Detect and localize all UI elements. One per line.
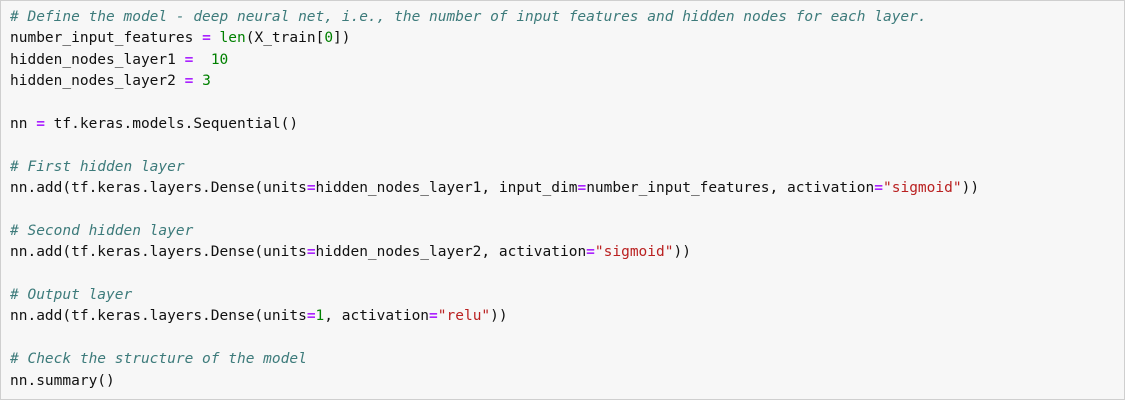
code-token-plain: nn xyxy=(10,115,37,132)
code-line[interactable]: # Output layer xyxy=(10,285,1124,306)
code-token-plain: , activation xyxy=(324,308,430,325)
code-token-plain: tf.keras.models.Sequential() xyxy=(44,115,299,132)
code-line[interactable]: nn = tf.keras.models.Sequential() xyxy=(10,114,1124,135)
code-line[interactable]: # Define the model - deep neural net, i.… xyxy=(10,7,1124,28)
code-token-comment: # Define the model - deep neural net, i.… xyxy=(10,9,927,25)
code-token-comment: # Second hidden layer xyxy=(10,222,194,239)
code-token-plain: number_input_features xyxy=(10,30,203,47)
code-token-plain: )) xyxy=(961,180,980,197)
code-token-operator: = xyxy=(306,308,316,325)
code-token-operator: = xyxy=(586,244,595,261)
code-token-operator: = xyxy=(577,180,587,197)
code-token-string: "sigmoid" xyxy=(594,244,674,261)
code-line[interactable]: number_input_features = len(X_train[0]) xyxy=(10,28,1124,49)
code-token-number: 1 xyxy=(315,308,325,325)
code-line[interactable] xyxy=(10,200,1124,221)
code-token-comment: # First hidden layer xyxy=(10,158,185,175)
code-token-operator: = xyxy=(184,51,194,68)
code-token-plain: number_input_features, activation xyxy=(586,180,875,197)
code-token-plain: hidden_nodes_layer2, activation xyxy=(315,244,587,261)
code-line[interactable]: nn.add(tf.keras.layers.Dense(units=hidde… xyxy=(10,242,1124,263)
code-token-plain: nn.add(tf.keras.layers.Dense(units xyxy=(10,308,307,325)
code-editor-area[interactable]: # Define the model - deep neural net, i.… xyxy=(10,7,1124,392)
code-line[interactable] xyxy=(10,93,1124,114)
code-token-number: 0 xyxy=(324,30,334,47)
code-token-string: "relu" xyxy=(437,308,491,325)
code-token-plain xyxy=(211,30,220,46)
code-token-plain: nn.summary() xyxy=(10,372,115,389)
code-token-plain xyxy=(193,73,202,89)
code-line[interactable]: # Check the structure of the model xyxy=(10,349,1124,370)
code-token-number: 10 xyxy=(210,51,229,68)
code-token-operator: = xyxy=(36,115,45,132)
code-line[interactable] xyxy=(10,264,1124,285)
code-line[interactable]: nn.add(tf.keras.layers.Dense(units=1, ac… xyxy=(10,306,1124,327)
code-token-operator: = xyxy=(202,30,211,47)
code-token-plain: nn.add(tf.keras.layers.Dense(units xyxy=(10,244,307,261)
code-token-comment: # Output layer xyxy=(10,287,133,304)
code-token-plain: ]) xyxy=(333,30,351,47)
code-line[interactable] xyxy=(10,135,1124,156)
code-token-operator: = xyxy=(184,73,194,90)
code-line[interactable]: hidden_nodes_layer2 = 3 xyxy=(10,71,1124,92)
code-line[interactable]: nn.add(tf.keras.layers.Dense(units=hidde… xyxy=(10,178,1124,199)
code-token-plain: hidden_nodes_layer1, input_dim xyxy=(315,180,578,197)
code-token-operator: = xyxy=(306,180,316,197)
code-token-plain: (X_train[ xyxy=(245,30,325,47)
code-token-operator: = xyxy=(306,244,316,261)
code-line[interactable]: # First hidden layer xyxy=(10,157,1124,178)
code-line[interactable]: # Second hidden layer xyxy=(10,221,1124,242)
code-token-comment: # Check the structure of the model xyxy=(10,351,307,368)
code-token-plain: hidden_nodes_layer2 xyxy=(10,73,185,90)
code-token-operator: = xyxy=(874,180,884,197)
code-token-plain xyxy=(193,52,210,68)
code-token-string: "sigmoid" xyxy=(883,180,962,197)
code-token-plain: )) xyxy=(673,244,691,261)
code-line[interactable] xyxy=(10,328,1124,349)
code-token-plain: hidden_nodes_layer1 xyxy=(10,51,185,68)
code-token-builtin: len xyxy=(219,30,246,47)
code-token-plain: )) xyxy=(490,308,508,325)
code-token-plain: nn.add(tf.keras.layers.Dense(units xyxy=(10,180,307,197)
code-token-number: 3 xyxy=(202,73,211,90)
code-line[interactable]: nn.summary() xyxy=(10,371,1124,392)
code-line[interactable]: hidden_nodes_layer1 = 10 xyxy=(10,50,1124,71)
code-token-operator: = xyxy=(429,308,438,325)
